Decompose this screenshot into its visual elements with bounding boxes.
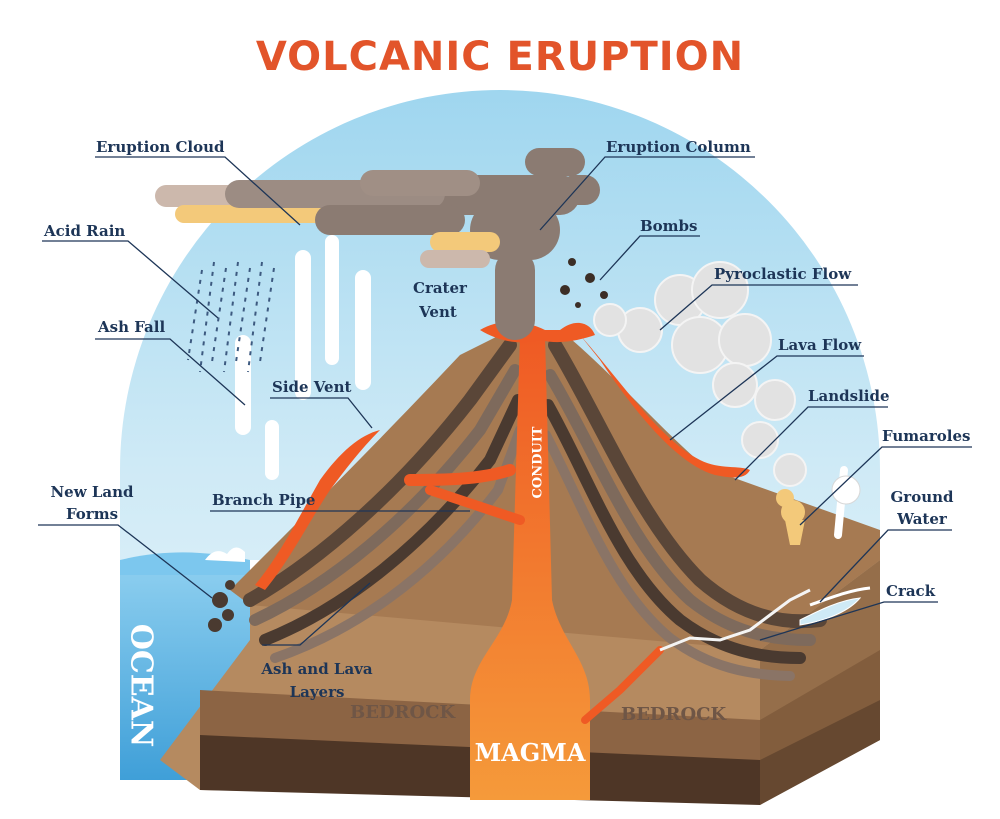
label-conduit: CONDUIT xyxy=(530,426,546,499)
eruption-cloud xyxy=(155,170,500,268)
label-ash-fall: Ash Fall xyxy=(98,318,166,336)
pyroclastic-flow xyxy=(593,261,807,487)
label-magma: MAGMA xyxy=(474,738,586,767)
label-pyroclastic-flow: Pyroclastic Flow xyxy=(714,265,852,283)
label-crater-vent-1: Crater xyxy=(413,279,467,297)
label-bedrock-right: BEDROCK xyxy=(621,704,727,725)
volcanic-bombs xyxy=(560,258,608,308)
label-crack: Crack xyxy=(886,582,936,600)
label-lava-flow: Lava Flow xyxy=(778,336,862,354)
label-bombs: Bombs xyxy=(640,217,698,235)
label-new-land-forms-2: Forms xyxy=(65,505,119,523)
label-ground-water-1: Ground xyxy=(890,488,954,506)
page-title: VOLCANIC ERUPTION xyxy=(255,34,745,80)
ash-lava-layers-right xyxy=(541,338,827,681)
label-eruption-column: Eruption Column xyxy=(606,138,751,156)
volcano-cone xyxy=(230,330,880,650)
label-ground-water-2: Water xyxy=(897,510,947,528)
label-landslide: Landslide xyxy=(808,387,890,405)
label-bedrock-left: BEDROCK xyxy=(350,702,456,723)
label-eruption-cloud: Eruption Cloud xyxy=(96,138,225,156)
acid-rain xyxy=(187,261,275,373)
label-fumaroles: Fumaroles xyxy=(882,427,971,445)
leader-lines xyxy=(38,156,972,646)
label-branch-pipe: Branch Pipe xyxy=(212,491,316,509)
label-acid-rain: Acid Rain xyxy=(44,222,126,240)
label-ash-lava-layers-2: Layers xyxy=(289,683,345,701)
label-ocean: OCEAN xyxy=(123,623,159,748)
label-new-land-forms-1: New Land xyxy=(50,483,134,501)
ash-fall xyxy=(235,235,371,480)
ground-water xyxy=(799,586,871,626)
ground-crack xyxy=(659,588,811,652)
new-land-forms xyxy=(208,580,235,632)
label-side-vent: Side Vent xyxy=(272,378,352,396)
magma-system xyxy=(404,335,664,800)
label-ash-lava-layers-1: Ash and Lava xyxy=(261,660,373,678)
label-crater-vent-2: Vent xyxy=(419,303,457,321)
fumaroles xyxy=(776,466,861,545)
